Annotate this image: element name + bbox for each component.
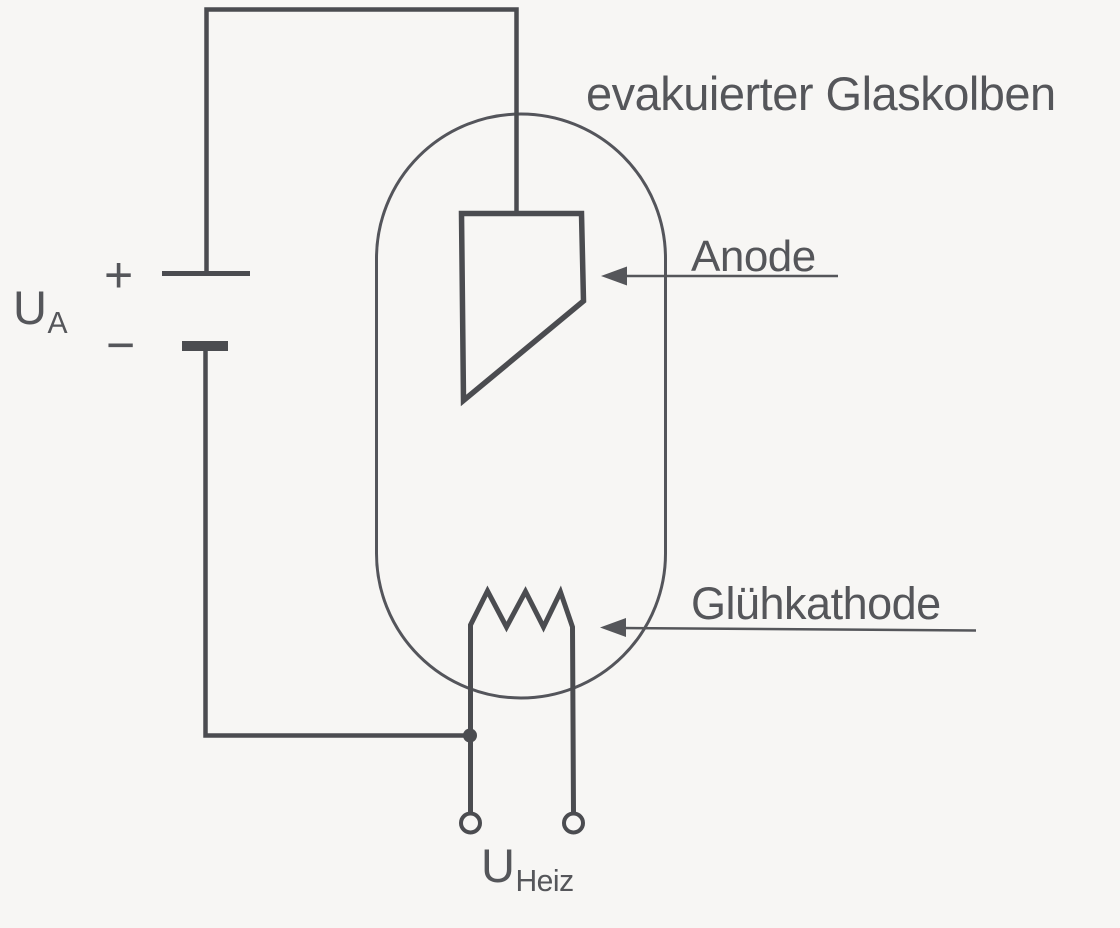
anode-supply-wire (204, 7, 519, 275)
anode-voltage-subscript: A (47, 307, 68, 341)
anode-plate (458, 210, 587, 407)
anode-voltage-label: UA (13, 281, 68, 341)
glass-bulb-outline (375, 112, 667, 700)
glass-bulb-label: evakuierter Glaskolben (586, 67, 1056, 120)
heater-voltage-subscript: Heiz (515, 865, 574, 899)
heater-terminal-left (459, 811, 482, 835)
anode-pointer-arrow (601, 266, 838, 286)
cathode-pointer-line (620, 626, 977, 632)
heater-filament (468, 585, 577, 816)
heater-terminal-right (562, 811, 585, 835)
battery-plus-sign: + (104, 247, 133, 303)
cathode-label: Glühkathode (691, 578, 941, 629)
anode-label: Anode (691, 232, 816, 281)
cathode-pointer-arrow (600, 618, 977, 637)
battery-minus-sign: − (106, 317, 135, 373)
anode-arrowhead-icon (601, 266, 627, 286)
junction-dot (463, 728, 477, 743)
anode-voltage-symbol: U (13, 281, 47, 334)
cathode-return-wire (203, 348, 473, 738)
heater-voltage-symbol: U (481, 839, 515, 892)
heater-voltage-label: UHeiz (481, 842, 574, 897)
cathode-arrowhead-icon (600, 618, 626, 637)
